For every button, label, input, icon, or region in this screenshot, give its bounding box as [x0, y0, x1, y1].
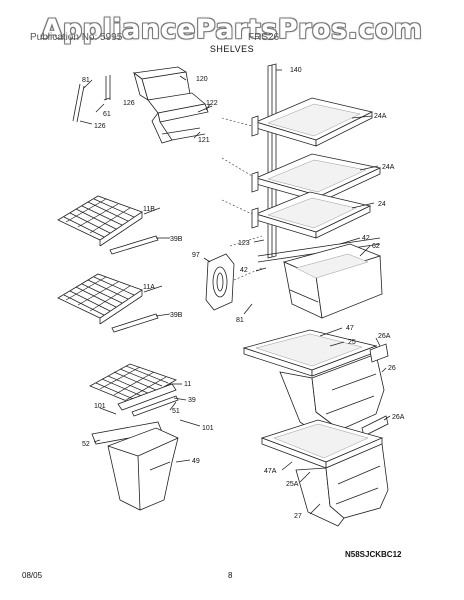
callout-39B: 39B	[170, 312, 183, 319]
callout-123: 123	[238, 240, 250, 247]
crisper-cover-25A	[260, 419, 384, 469]
glass-shelf-24A-middle	[251, 153, 382, 203]
callout-42: 42	[362, 235, 370, 242]
callout-47: 47	[346, 325, 354, 332]
callout-61: 61	[103, 111, 111, 118]
callout-126: 126	[94, 123, 106, 130]
shelf-rail-140	[267, 63, 277, 259]
callout-62: 62	[372, 243, 380, 250]
callout-81: 81	[82, 77, 90, 84]
wire-shelf-11	[89, 363, 179, 417]
callout-39: 39	[188, 397, 196, 404]
callout-97: 97	[192, 252, 200, 259]
wire-shelf-11B	[57, 195, 159, 255]
crisper-cover-25	[242, 329, 378, 377]
callout-27: 27	[294, 513, 302, 520]
pan-49	[107, 427, 179, 511]
footer-page-number: 8	[228, 571, 233, 580]
callout-52: 52	[82, 441, 90, 448]
leader-lines	[79, 69, 391, 515]
callout-24A: 24A	[382, 164, 395, 171]
callout-26A: 26A	[378, 333, 391, 340]
glass-shelf-24A-upper	[251, 97, 374, 147]
publication-number: Publication No: 5995	[30, 32, 123, 43]
callout-51: 51	[172, 408, 180, 415]
callout-47A: 47A	[264, 468, 277, 475]
callout-25: 25	[348, 339, 356, 346]
bracket-assembly-120	[72, 66, 213, 144]
callout-120: 120	[196, 76, 208, 83]
callout-labels: 81 126 61 126 120 122 121 140 24A 24A 24…	[82, 67, 405, 520]
callout-42: 42	[240, 267, 248, 274]
callout-121: 121	[198, 137, 210, 144]
callout-101: 101	[202, 425, 214, 432]
callout-24: 24	[378, 201, 386, 208]
callout-49: 49	[192, 458, 200, 465]
callout-126: 126	[123, 100, 135, 107]
callout-11: 11	[184, 381, 191, 388]
callout-81: 81	[236, 317, 244, 324]
section-title: SHELVES	[209, 44, 255, 54]
callout-11B: 11B	[143, 206, 155, 213]
wire-shelf-11A	[57, 273, 159, 333]
diagram-code: N58SJCKBC12	[345, 550, 402, 559]
glass-shelf-24-lower	[251, 191, 372, 239]
callout-11A: 11A	[143, 284, 155, 291]
pan-drawer-62	[257, 237, 383, 319]
watermark: AppliancePartsPros.com	[41, 14, 423, 45]
model-number: FRS26	[248, 32, 280, 43]
callout-25A: 25A	[286, 481, 299, 488]
crisper-drawer-27	[295, 443, 389, 527]
callout-39B: 39B	[170, 236, 183, 243]
callout-26A: 26A	[392, 414, 405, 421]
callout-101: 101	[94, 403, 106, 410]
callout-122: 122	[206, 100, 218, 107]
callout-140: 140	[290, 67, 302, 74]
drawer-bracket-97	[205, 253, 263, 311]
callout-26: 26	[388, 365, 396, 372]
footer-date: 08/05	[22, 571, 43, 580]
callout-24A: 24A	[374, 113, 387, 120]
